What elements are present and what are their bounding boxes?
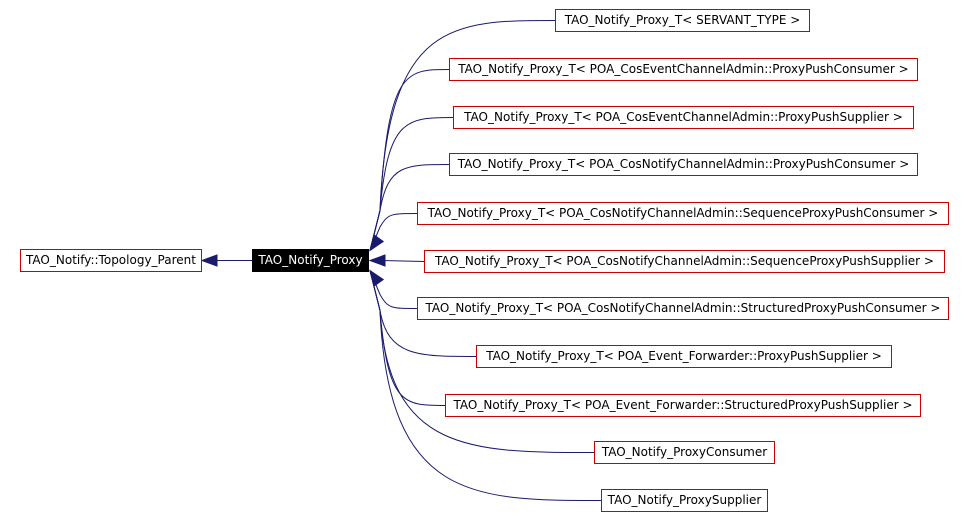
child-class-node-proxy-supplier[interactable]: TAO_Notify_ProxySupplier	[601, 489, 768, 512]
child-class-node-proxy-t-cos-notify-structured-proxy-push-consumer[interactable]: TAO_Notify_Proxy_T< POA_CosNotifyChannel…	[417, 297, 949, 320]
arrowhead-parent	[200, 254, 218, 267]
parent-class-node[interactable]: TAO_Notify::Topology_Parent	[20, 249, 202, 272]
child-class-node-proxy-t-cos-notify-sequence-proxy-push-supplier[interactable]: TAO_Notify_Proxy_T< POA_CosNotifyChannel…	[424, 250, 945, 273]
edge-child-7	[369, 270, 477, 357]
edge-child-2	[369, 117, 454, 251]
edge-child-9	[369, 270, 595, 453]
edge-child-10	[369, 270, 602, 501]
edge-child-6	[369, 270, 418, 309]
child-class-node-proxy-t-cos-event-proxy-push-consumer[interactable]: TAO_Notify_Proxy_T< POA_CosEventChannelA…	[449, 58, 918, 81]
focus-class-node: TAO_Notify_Proxy	[252, 249, 369, 272]
arrowhead-child-middle	[368, 254, 386, 267]
child-class-node-proxy-t-cos-event-proxy-push-supplier[interactable]: TAO_Notify_Proxy_T< POA_CosEventChannelA…	[453, 106, 914, 129]
child-class-node-proxy-t-cos-notify-sequence-proxy-push-consumer[interactable]: TAO_Notify_Proxy_T< POA_CosNotifyChannel…	[417, 202, 949, 225]
child-class-node-proxy-t-event-forwarder-proxy-push-supplier[interactable]: TAO_Notify_Proxy_T< POA_Event_Forwarder:…	[476, 345, 892, 368]
edge-child-3	[369, 164, 450, 251]
edge-child-4	[369, 213, 418, 251]
edge-child-5	[381, 260, 425, 262]
child-class-node-proxy-t-cos-notify-proxy-push-consumer[interactable]: TAO_Notify_Proxy_T< POA_CosNotifyChannel…	[449, 153, 918, 176]
child-class-node-proxy-t-event-forwarder-structured-proxy-push-supplier[interactable]: TAO_Notify_Proxy_T< POA_Event_Forwarder:…	[445, 394, 921, 417]
child-class-node-proxy-consumer[interactable]: TAO_Notify_ProxyConsumer	[594, 441, 775, 464]
edge-child-8	[369, 270, 446, 406]
child-class-node-proxy-t-servant-type[interactable]: TAO_Notify_Proxy_T< SERVANT_TYPE >	[555, 9, 810, 32]
edge-child-1	[369, 69, 450, 251]
